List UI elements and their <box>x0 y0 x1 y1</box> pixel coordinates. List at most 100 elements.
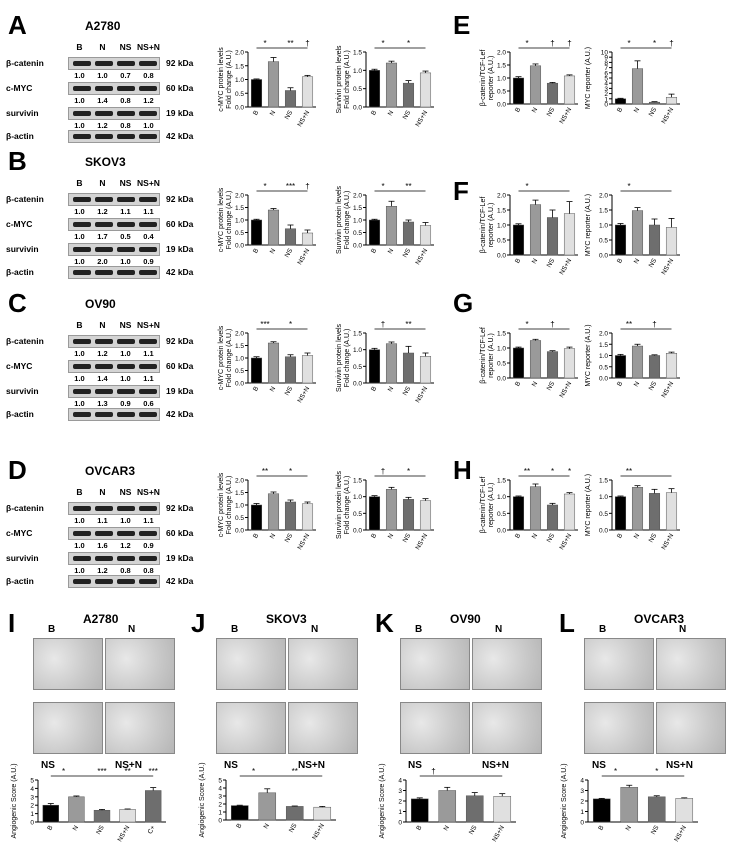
y-tick-label: 0.0 <box>599 253 608 260</box>
bar <box>410 798 429 823</box>
y-tick-label: 1 <box>218 810 222 817</box>
x-tick-label: NS <box>546 257 557 269</box>
bar <box>512 77 525 105</box>
densitometry-value: 1.0 <box>120 349 131 358</box>
bar <box>665 353 678 379</box>
x-tick-label: NS+N <box>296 109 311 128</box>
blot-band <box>95 364 113 369</box>
molecular-weight-label: 92 kDa <box>166 58 194 68</box>
y-tick-label: 2 <box>580 799 584 806</box>
blot-band <box>117 579 135 584</box>
x-tick-label: B <box>616 533 624 540</box>
blot-protein-label: β-actin <box>6 131 34 141</box>
bar <box>648 493 661 531</box>
x-tick-label: N <box>531 257 540 265</box>
y-axis-label: c-MYC protein levelsFold change (A.U.) <box>218 472 233 537</box>
blot-band <box>73 61 91 66</box>
blot-band <box>95 339 113 344</box>
x-tick-label: NS <box>402 385 413 397</box>
condition-label: NS+N <box>482 760 509 771</box>
microscopy-image <box>216 638 286 690</box>
microscopy-image <box>656 638 726 690</box>
x-tick-label: NS+N <box>660 257 675 276</box>
densitometry-value: 1.0 <box>97 71 108 80</box>
bar <box>267 493 280 531</box>
x-tick-label: NS <box>468 824 479 836</box>
blot-band-strip <box>68 385 160 398</box>
condition-label: NS <box>41 760 55 771</box>
y-tick-label: 0.5 <box>235 515 244 522</box>
blot-band <box>73 339 91 344</box>
x-tick-label: N <box>633 380 642 388</box>
blot-band-strip <box>68 575 160 588</box>
y-tick-label: 2 <box>398 799 402 806</box>
panel-letter-K: K <box>375 608 394 638</box>
condition-label: B <box>415 624 423 635</box>
bar <box>267 209 280 246</box>
bar <box>402 352 415 384</box>
y-axis-label: Angiogenic Score (A.U.) <box>379 763 386 838</box>
y-tick-label: 4 <box>580 778 584 785</box>
blot-band <box>117 270 135 275</box>
significance-marker: * <box>568 467 571 476</box>
y-tick-label: 1.5 <box>353 478 362 485</box>
blot-band <box>73 531 91 536</box>
y-tick-label: 1.0 <box>235 218 244 225</box>
y-tick-label: 1 <box>580 809 584 816</box>
bar <box>68 796 85 823</box>
x-tick-label: NS+N <box>491 824 506 843</box>
y-tick-label: 0.0 <box>599 528 608 535</box>
blot-band <box>139 579 157 584</box>
x-tick-label: NS <box>546 106 557 118</box>
condition-label: NS+N <box>115 760 142 771</box>
blot-band <box>95 412 113 417</box>
densitometry-value: 1.0 <box>120 257 131 266</box>
bar <box>419 72 432 108</box>
bar <box>546 504 559 531</box>
bar <box>284 228 297 246</box>
y-tick-label: 2.0 <box>235 50 244 57</box>
x-tick-label: NS+N <box>558 380 573 399</box>
x-tick-label: B <box>597 825 605 832</box>
bar <box>563 213 576 256</box>
y-axis-label: MYC reporter (A.U.) <box>585 474 592 536</box>
y-tick-label: 1.5 <box>353 205 362 212</box>
densitometry-value: 0.8 <box>143 71 154 80</box>
x-tick-label: N <box>633 257 642 265</box>
significance-marker: *** <box>149 767 158 776</box>
densitometry-value: 0.8 <box>120 96 131 105</box>
blot-band <box>73 222 91 227</box>
bar <box>402 221 415 246</box>
bar <box>402 499 415 531</box>
significance-marker: ** <box>405 182 411 191</box>
condition-label: NS <box>408 760 422 771</box>
bar <box>648 224 661 256</box>
condition-label: B <box>48 624 56 635</box>
blot-band <box>117 86 135 91</box>
blot-protein-label: survivin <box>6 386 39 396</box>
densitometry-value: 1.2 <box>97 121 108 130</box>
y-tick-label: 0.0 <box>497 528 506 535</box>
blot-band <box>95 270 113 275</box>
y-tick-label: 1.5 <box>235 205 244 212</box>
densitometry-value: 0.7 <box>120 71 131 80</box>
bar <box>631 345 644 379</box>
y-tick-label: 1.0 <box>353 218 362 225</box>
significance-marker: * <box>525 320 528 329</box>
y-tick-label: 2.0 <box>599 193 608 200</box>
lane-label: NS+N <box>137 178 160 188</box>
y-tick-label: 0.5 <box>599 511 608 518</box>
y-tick-label: 3 <box>218 794 222 801</box>
x-tick-label: B <box>252 248 260 255</box>
y-tick-label: 2.0 <box>497 193 506 200</box>
densitometry-value: 1.1 <box>143 374 154 383</box>
significance-marker: † <box>652 320 656 329</box>
blot-protein-label: β-actin <box>6 409 34 419</box>
